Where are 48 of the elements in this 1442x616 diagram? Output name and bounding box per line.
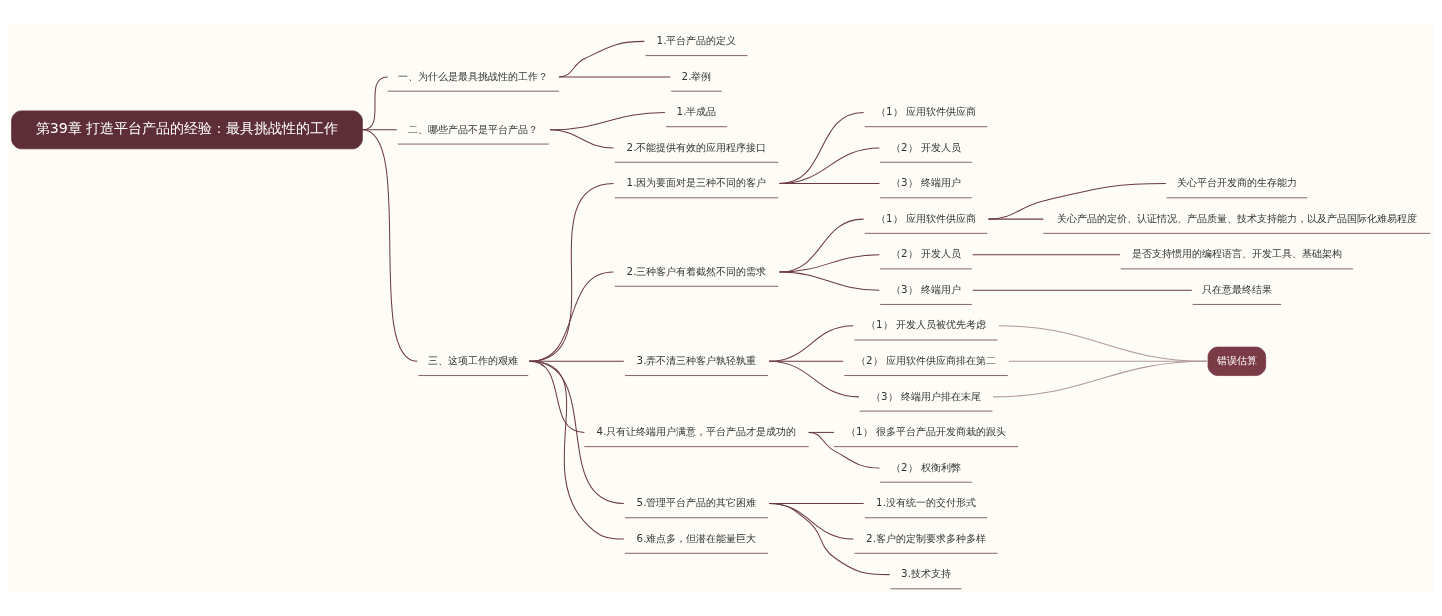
node-text: 1.没有统一的交付形式 <box>876 496 976 509</box>
node-text: （1） 开发人员被优先考虑 <box>866 318 986 331</box>
connector <box>778 183 880 185</box>
node-text: （1） 应用软件供应商 <box>876 211 976 224</box>
node-text: 是否支持惯用的编程语言、开发工具、基础架构 <box>1131 247 1342 260</box>
connector <box>808 431 880 469</box>
node-text: 1.因为要面对是三种不同的客户 <box>626 176 767 189</box>
node-text: 1.平台产品的定义 <box>656 34 737 47</box>
node-text: 3.弄不清三种客户孰轻孰重 <box>636 354 757 367</box>
node-text: （3） 终端用户排在末尾 <box>871 389 981 402</box>
node-text: 5.管理平台产品的其它困难 <box>636 496 757 509</box>
connector <box>558 76 671 78</box>
node-text: 6.难点多，但潜在能量巨大 <box>636 531 757 544</box>
node-text: 4.只有让终端用户满意，平台产品才是成功的 <box>596 425 797 438</box>
connector <box>972 254 1121 256</box>
connector <box>972 289 1193 291</box>
node-text: （2） 权衡利弊 <box>891 460 961 473</box>
node-text: （2） 开发人员 <box>891 140 961 153</box>
node-text: （2） 开发人员 <box>891 247 961 260</box>
node-text: 一、为什么是最具挑战性的工作？ <box>398 69 549 82</box>
connector <box>768 360 860 398</box>
node-box: 错误估算 <box>1207 346 1267 376</box>
node-text: 2.举例 <box>681 69 712 82</box>
node-text: 关心产品的定价、认证情况、产品质量、技术支持能力，以及产品国际化难易程度 <box>1056 211 1417 224</box>
node-text: 1.半成品 <box>676 105 717 118</box>
connector <box>361 129 418 362</box>
node-text: 二、哪些产品不是平台产品？ <box>408 122 539 135</box>
node-box: 第39章 打造平台产品的经验：最具挑战性的工作 <box>11 110 363 150</box>
node-text: （2） 应用软件供应商排在第二 <box>856 354 996 367</box>
connector <box>528 360 625 540</box>
connector <box>549 129 615 149</box>
connector <box>992 360 1208 398</box>
node-text: （1） 很多平台产品开发商栽的跟头 <box>846 425 1006 438</box>
node-text: 只在意最终结果 <box>1201 282 1272 295</box>
node-text: 关心平台开发商的生存能力 <box>1176 176 1297 189</box>
node-text: 2.不能提供有效的应用程序接口 <box>626 140 767 153</box>
node-text: （1） 应用软件供应商 <box>876 105 976 118</box>
node-text: 2.客户的定制要求多种多样 <box>866 531 986 544</box>
node-text: （3） 终端用户 <box>891 282 961 295</box>
connector <box>768 503 891 576</box>
connector <box>778 147 880 185</box>
node-text: （3） 终端用户 <box>891 176 961 189</box>
connector <box>987 218 1044 220</box>
node-text: 三、这项工作的艰难 <box>428 354 519 367</box>
connector <box>778 271 880 291</box>
node-text: 2.三种客户有着截然不同的需求 <box>626 264 767 277</box>
node-text: 3.技术支持 <box>901 567 951 580</box>
connector <box>987 183 1167 220</box>
